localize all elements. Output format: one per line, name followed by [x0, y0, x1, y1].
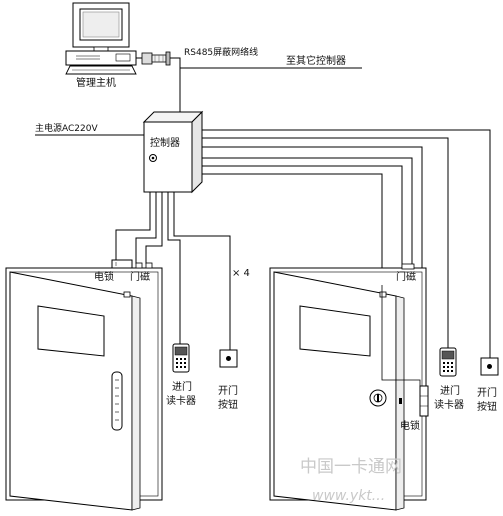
host-label: 管理主机 [76, 76, 116, 89]
right-button-label-1: 开门 [477, 386, 497, 399]
main-power-label: 主电源AC220V [35, 122, 98, 134]
watermark-line-1: 中国一卡通网 [300, 457, 402, 477]
electric-lock-icon [419, 385, 429, 417]
door-magnet-icon [123, 262, 153, 298]
rs485-label: RS485屏蔽网络线 [184, 46, 258, 58]
computer-icon [65, 2, 137, 75]
right-lock-label: 电锁 [400, 419, 420, 432]
left-magnet-label: 门磁 [130, 270, 150, 283]
electric-lock-icon [111, 259, 133, 269]
card-reader-icon [172, 343, 190, 373]
left-reader-label-2: 读卡器 [166, 394, 196, 407]
right-reader-label-1: 进门 [440, 384, 460, 397]
controller-label: 控制器 [150, 136, 180, 149]
left-button-label-1: 开门 [218, 384, 238, 397]
left-reader-label-1: 进门 [172, 380, 192, 393]
right-door [269, 267, 427, 511]
right-button-label-2: 按钮 [477, 400, 497, 413]
card-reader-icon [439, 347, 457, 377]
door-handle-icon [111, 371, 123, 431]
exit-button-icon [480, 357, 499, 376]
other-controllers-label: 至其它控制器 [286, 54, 346, 67]
door-magnet-icon [379, 263, 415, 298]
right-reader-label-2: 读卡器 [434, 398, 464, 411]
left-lock-label: 电锁 [94, 270, 114, 283]
keyhole-icon [369, 389, 402, 407]
converter-icon [141, 51, 171, 66]
watermark-line-2: www.ykt... [312, 488, 385, 504]
controller-box-icon [142, 110, 204, 194]
left-button-label-2: 按钮 [218, 398, 238, 411]
exit-button-icon [219, 349, 238, 368]
left-door [5, 267, 163, 511]
multiplier-label: × 4 [232, 268, 250, 279]
right-magnet-label: 门磁 [396, 270, 416, 283]
